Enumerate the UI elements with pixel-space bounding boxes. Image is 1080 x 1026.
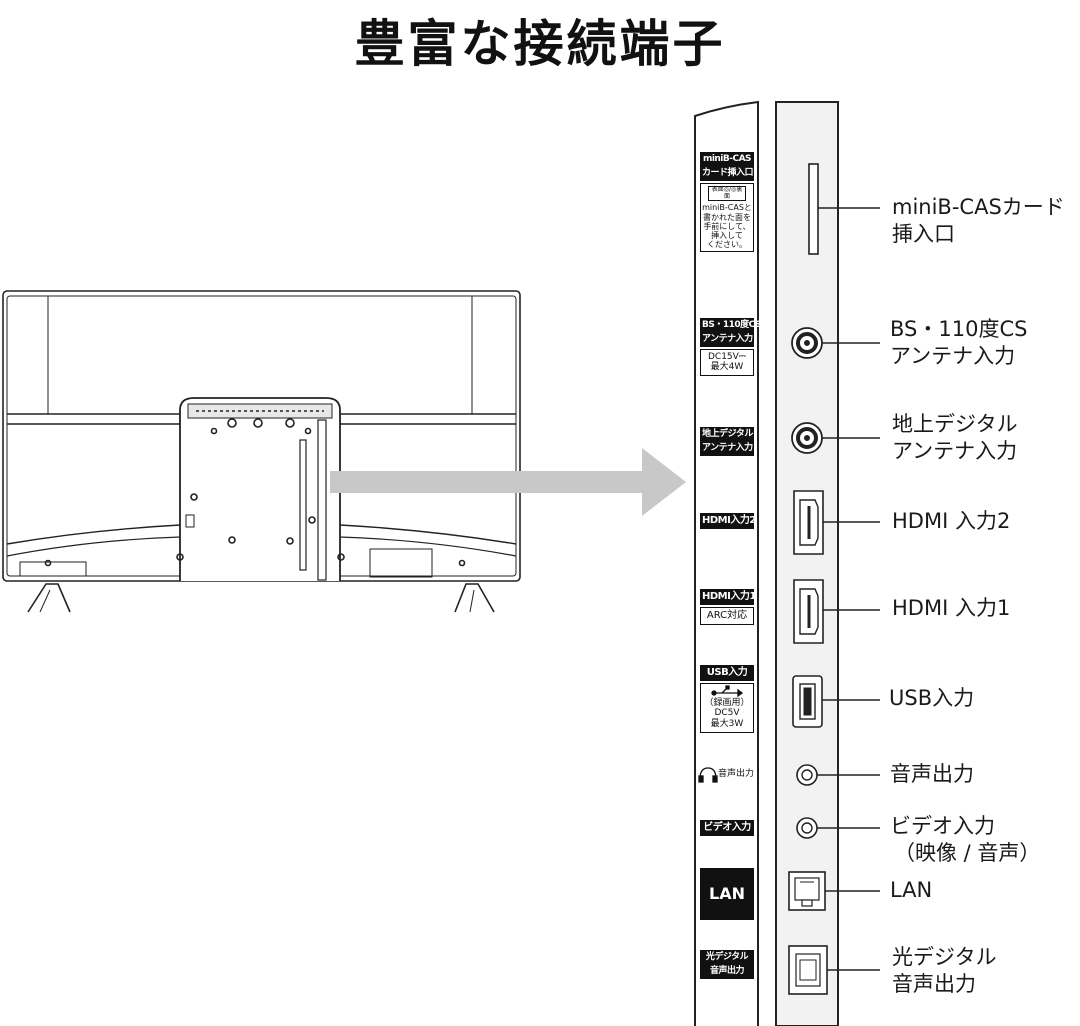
callout-lan: LAN <box>890 878 933 902</box>
callout-usb: USB入力 <box>889 686 975 710</box>
panel-label-hdmi1: HDMI入力1 ARC対応 <box>696 589 758 625</box>
hdmi1-port-icon <box>793 579 824 644</box>
usb-port-icon <box>792 675 823 728</box>
panel-bcas-note-1: miniB-CASと <box>702 203 752 213</box>
optical-port-icon <box>788 945 828 995</box>
callout-bs-line-1: BS・110度CS <box>890 317 1028 341</box>
callout-bs-line-2: アンテナ入力 <box>890 344 1016 369</box>
panel-bcas-chip: 表面◎/◎裏面 <box>708 185 746 202</box>
callout-audio-out: 音声出力 <box>890 762 974 786</box>
panel-usb-note-2: DC5V <box>714 708 740 719</box>
panel-lan: LAN <box>700 868 754 920</box>
panel-bs-note-1: DC15V⎓ <box>707 351 746 362</box>
callout-video-line-1: ビデオ入力 <box>890 814 995 838</box>
callout-bcas-line-2: 挿入口 <box>892 222 955 247</box>
callout-video: ビデオ入力 （映像 / 音声） <box>890 813 1040 868</box>
hdmi2-port-icon <box>793 490 824 555</box>
panel-label-terrestrial: 地上デジタル アンテナ入力 <box>696 427 758 456</box>
panel-label-optical: 光デジタル 音声出力 <box>696 950 758 979</box>
panel-terr-title-2: アンテナ入力 <box>700 441 754 456</box>
panel-bs-title-2: アンテナ入力 <box>700 332 754 347</box>
callout-bcas: miniB-CASカード 挿入口 <box>892 194 1065 249</box>
panel-bs-note-2: 最大4W <box>710 362 744 373</box>
callout-bs: BS・110度CS アンテナ入力 <box>890 316 1027 371</box>
callout-hdmi2: HDMI 入力2 <box>892 509 1011 533</box>
callout-terr-line-1: 地上デジタル <box>892 412 1018 436</box>
panel-hdmi2: HDMI入力2 <box>700 513 756 529</box>
audio-out-jack-icon <box>796 764 818 786</box>
panel-label-usb: USB入力 （録画用） DC5V 最大3W <box>696 665 758 733</box>
callout-terrestrial: 地上デジタル アンテナ入力 <box>892 411 1018 466</box>
bcas-slot-icon <box>808 163 819 255</box>
panel-optical-2: 音声出力 <box>700 964 754 979</box>
lan-port-icon <box>788 871 826 911</box>
bs-coax-port-icon <box>791 327 823 359</box>
callout-terr-line-2: アンテナ入力 <box>892 439 1018 464</box>
panel-label-bcas: miniB-CAS カード挿入口 表面◎/◎裏面 miniB-CASと 書かれた… <box>696 152 758 253</box>
panel-bcas-note-2: 書かれた面を <box>703 212 751 222</box>
panel-audio-out: 音声出力 <box>718 769 755 779</box>
panel-label-video: ビデオ入力 <box>696 820 758 836</box>
panel-usb-note-3: 最大3W <box>710 719 744 730</box>
panel-hdmi1-note: ARC対応 <box>700 606 754 625</box>
panel-bcas-title-1: miniB-CAS <box>700 152 754 167</box>
panel-usb-title: USB入力 <box>700 665 754 681</box>
usb-symbol-icon <box>711 685 744 698</box>
leader-lines <box>817 207 880 971</box>
tv-rear-illustration <box>2 290 521 613</box>
terrestrial-coax-port-icon <box>791 422 823 454</box>
callout-bcas-line-1: miniB-CASカード <box>892 195 1065 219</box>
page-title: 豊富な接続端子 <box>354 15 726 73</box>
panel-hdmi1: HDMI入力1 <box>700 589 756 605</box>
panel-bcas-note-3: 手前にして、 <box>703 221 751 231</box>
callout-optical: 光デジタル 音声出力 <box>892 944 997 999</box>
panel-terr-title-1: 地上デジタル <box>700 427 754 442</box>
panel-label-bs: BS・110度CS アンテナ入力 DC15V⎓ 最大4W <box>696 318 761 377</box>
headphone-icon <box>698 767 718 783</box>
video-in-jack-icon <box>796 817 818 839</box>
callout-optical-line-1: 光デジタル <box>892 945 997 969</box>
panel-label-hdmi2: HDMI入力2 <box>696 513 758 529</box>
panel-video-in: ビデオ入力 <box>700 820 754 836</box>
callout-optical-line-2: 音声出力 <box>892 972 976 997</box>
panel-optical-1: 光デジタル <box>700 950 754 965</box>
panel-bcas-note-4: 挿入して <box>711 231 743 241</box>
callout-video-line-2: （映像 / 音声） <box>894 841 1041 866</box>
panel-usb-note-1: （録画用） <box>704 697 750 708</box>
arrow-icon <box>330 448 686 516</box>
panel-bcas-title-2: カード挿入口 <box>700 166 754 181</box>
callout-hdmi1: HDMI 入力1 <box>892 596 1011 620</box>
panel-bcas-note-5: ください。 <box>707 240 747 250</box>
panel-bs-title-1: BS・110度CS <box>700 318 761 333</box>
